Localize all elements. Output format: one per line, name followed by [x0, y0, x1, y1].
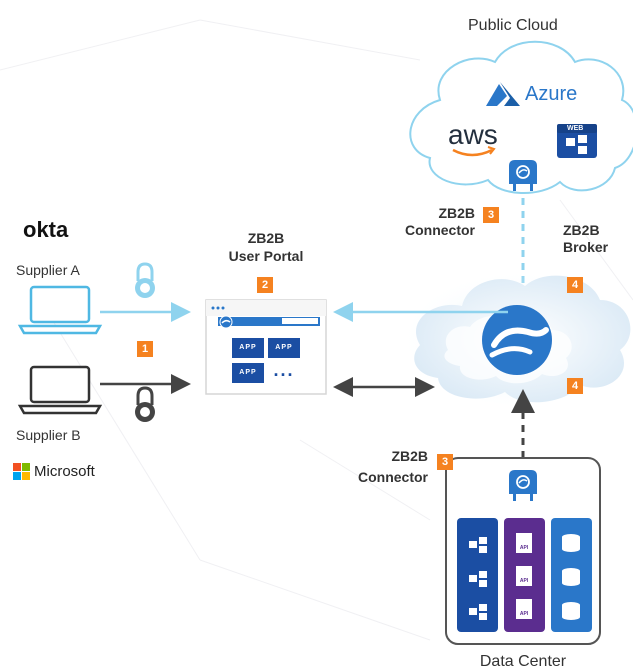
api-column	[504, 518, 545, 632]
step-badge-1: 1	[137, 341, 153, 357]
database-column	[551, 518, 592, 632]
portal-app-tile-2[interactable]: APP	[275, 344, 293, 351]
aws-smile-icon	[452, 146, 496, 157]
connector-bottom-label-line1: ZB2B	[391, 448, 428, 464]
laptop-icon-supplier-a	[17, 285, 103, 335]
laptop-icon-supplier-b	[17, 365, 103, 415]
web-label: WEB	[567, 125, 584, 132]
portal-label-line1: ZB2B	[247, 230, 285, 246]
zscaler-broker-logo-icon	[482, 305, 552, 375]
connector-plug-icon-bottom	[509, 470, 537, 501]
azure-label: Azure	[525, 83, 578, 105]
connector-top-label-line1: ZB2B	[438, 205, 475, 221]
portal-label-line2: User Portal	[228, 248, 304, 264]
portal-app-tile-1[interactable]: APP	[239, 344, 257, 351]
web-app-icon	[557, 124, 597, 158]
microsoft-label: Microsoft	[34, 463, 95, 480]
step-badge-2: 2	[257, 277, 273, 293]
connector-top-label-line2: Connector	[405, 222, 475, 238]
okta-logo: okta	[23, 217, 69, 242]
user-portal-window	[205, 299, 327, 395]
api-label-3: API	[519, 611, 529, 617]
step-badge-3-top: 3	[483, 207, 499, 223]
broker-label-line1: ZB2B	[563, 222, 600, 238]
lock-open-icon-supplier-a	[135, 262, 155, 298]
supplier-a-label: Supplier A	[16, 262, 80, 278]
broker-label-line2: Broker	[563, 239, 609, 255]
supplier-b-label: Supplier B	[16, 427, 81, 443]
portal-more-apps[interactable]: ...	[273, 360, 295, 380]
app-server-column	[457, 518, 498, 632]
background-network-lines	[0, 19, 633, 641]
microsoft-logo-icon	[13, 463, 30, 480]
connector-bottom-label-line2: Connector	[358, 469, 428, 485]
step-badge-4-bottom: 4	[567, 378, 583, 394]
api-label-2: API	[519, 578, 529, 584]
lock-icon-supplier-b	[135, 386, 155, 422]
portal-app-tile-3[interactable]: APP	[239, 369, 257, 376]
aws-label: aws	[448, 119, 498, 150]
step-badge-3-bottom: 3	[437, 454, 453, 470]
step-badge-4-top: 4	[567, 277, 583, 293]
connector-plug-icon-top	[509, 160, 537, 191]
public-cloud-title: Public Cloud	[468, 17, 558, 34]
api-label-1: API	[519, 545, 529, 551]
data-center-title: Data Center	[479, 653, 567, 670]
azure-logo-icon	[486, 82, 520, 106]
